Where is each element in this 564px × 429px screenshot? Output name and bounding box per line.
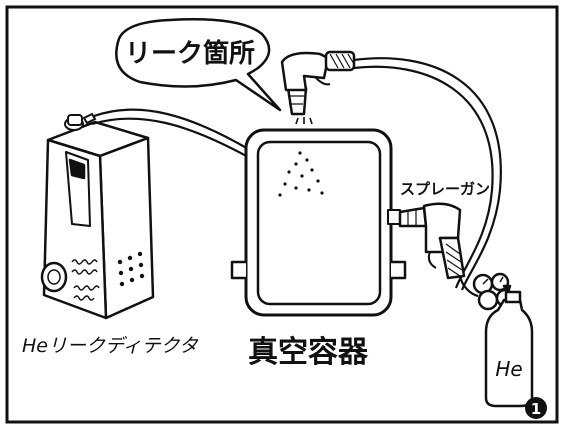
- svg-text:1: 1: [531, 400, 541, 418]
- pressure-regulator: [472, 272, 515, 311]
- speaker-grille: [117, 251, 145, 287]
- vacuum-hose: [91, 108, 251, 159]
- cylinder-label: He: [495, 357, 522, 381]
- spray-gun-label: スプレーガン: [400, 180, 490, 198]
- spray-gun-top: [280, 50, 356, 116]
- helium-cylinder: [484, 284, 534, 408]
- detector-label: Heリークディテクタ: [22, 335, 199, 357]
- leak-point-label: リーク箇所: [125, 38, 255, 69]
- leak-point-callout: リーク箇所: [115, 18, 282, 112]
- vacuum-vessel: [230, 128, 407, 317]
- helium-supply-hose: [353, 57, 502, 291]
- vacuum-vessel-label: 真空容器: [248, 335, 369, 370]
- leak-point-marker: [295, 117, 313, 125]
- detector-inlet-fitting: [64, 112, 97, 131]
- figure-frame: [5, 5, 559, 424]
- figure-number-badge: 1: [525, 397, 547, 419]
- spray-gun-right: [398, 202, 466, 280]
- leaking-helium-particles: [278, 151, 324, 197]
- spray-gun-hose: [458, 275, 479, 298]
- leak-detector-unit: [40, 120, 155, 320]
